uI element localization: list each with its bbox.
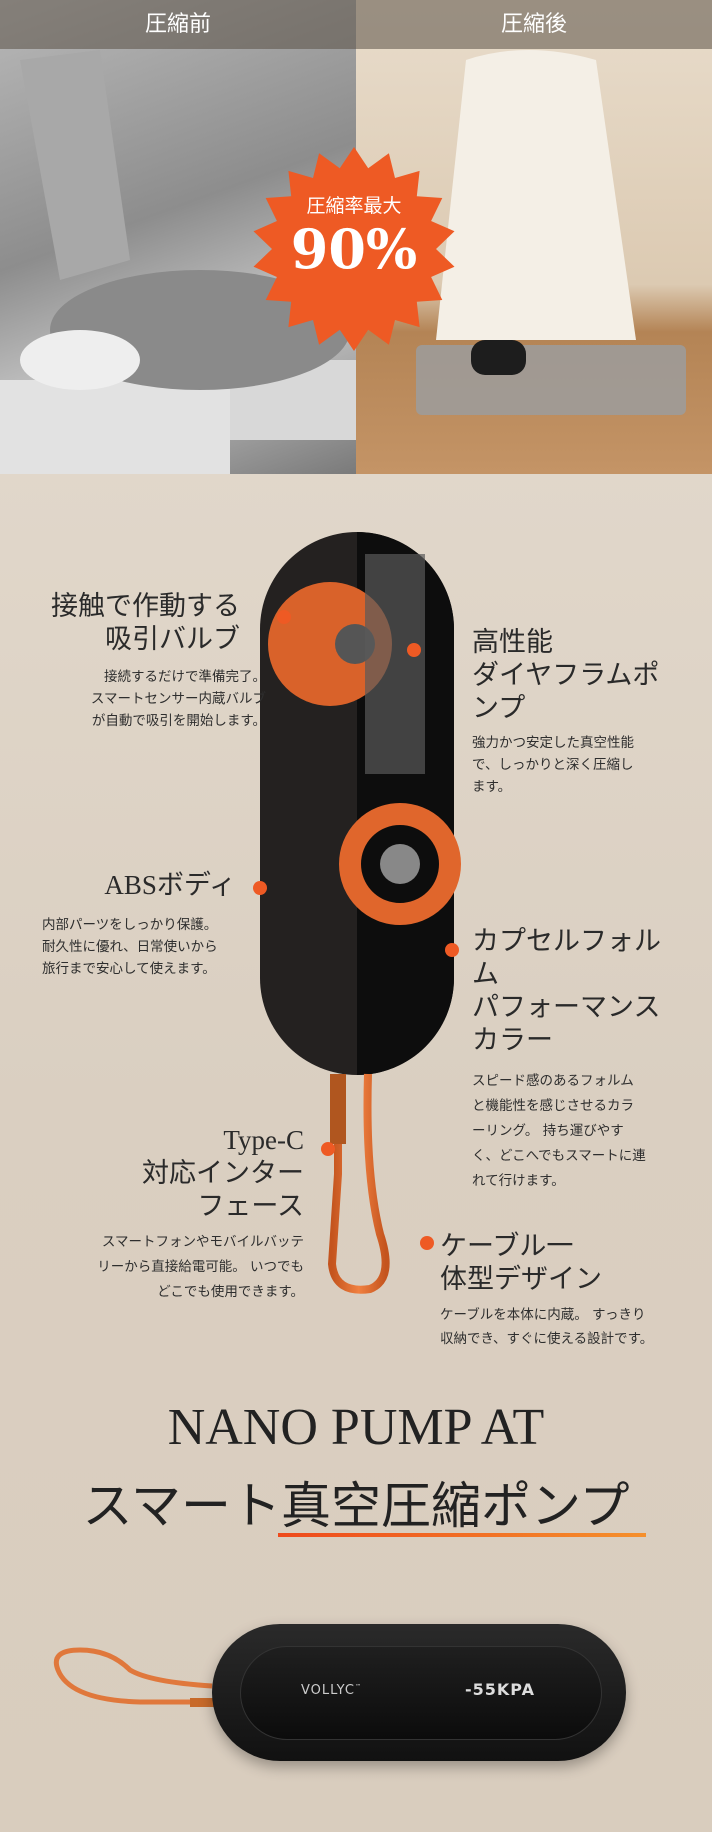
starburst-icon	[253, 147, 455, 351]
compression-badge: 圧縮率最大 90%	[252, 147, 456, 351]
body-line: スピード感のあるフォルム	[472, 1073, 634, 1089]
body-line: 旅行まで安心して使えます。	[42, 961, 216, 977]
product-device: VOLLYC™ -55KPA	[212, 1624, 626, 1761]
after-illustration	[416, 50, 686, 415]
callout-dot	[445, 943, 459, 957]
feature-capsule-body: スピード感のあるフォルムと機能性を感じさせるカラーリング。 持ち運びやすく、どこ…	[472, 1069, 702, 1194]
body-line: スマートセンサー内蔵バルブ	[90, 691, 266, 707]
feature-abs-body: 内部パーツをしっかり保護。耐久性に優れ、日常使いから旅行まで安心して使えます。	[42, 914, 272, 980]
title-line: 高性能	[472, 627, 553, 657]
title-line: 対応インター	[142, 1158, 304, 1188]
body-line: 接続するだけで準備完了。	[104, 669, 266, 685]
trademark: ™	[354, 1683, 362, 1691]
cable-loop-illustration	[53, 1647, 215, 1707]
feature-abs-title: ABSボディ	[104, 870, 236, 900]
feature-cable-title: ケーブル一体型デザイン	[440, 1230, 700, 1296]
brand-text: VOLLYC	[301, 1683, 355, 1698]
body-line: 内部パーツをしっかり保護。	[42, 917, 218, 933]
callout-dot	[420, 1236, 434, 1250]
body-line: ケーブルを本体に内蔵。 すっきり	[440, 1307, 646, 1323]
device-cutaway-illustration	[260, 532, 461, 1294]
title-line: カプセルフォル	[472, 926, 661, 956]
comparison-photo: 圧縮前 圧縮後 圧縮率最大 90%	[0, 0, 712, 474]
feature-pump-body: 強力かつ安定した真空性能で、しっかりと深く圧縮します。	[472, 732, 702, 798]
device-brand: VOLLYC™	[301, 1683, 362, 1698]
feature-capsule-title: カプセルフォルムパフォーマンスカラー	[472, 925, 702, 1057]
body-line: で、しっかりと深く圧縮し	[472, 757, 634, 773]
badge-caption: 圧縮率最大	[306, 195, 402, 217]
title-underline	[278, 1533, 646, 1537]
product-name: NANO PUMP AT	[167, 1399, 545, 1456]
feature-cable-body: ケーブルを本体に内蔵。 すっきり収納でき、すぐに使える設計です。	[440, 1303, 712, 1351]
body-line: スマートフォンやモバイルバッテ	[101, 1234, 304, 1250]
body-line: どこでも使用できます。	[157, 1284, 304, 1300]
title-line: ム	[472, 959, 499, 989]
body-line: と機能性を感じさせるカラ	[472, 1098, 634, 1114]
body-line: 収納でき、すぐに使える設計です。	[440, 1331, 654, 1347]
after-photo	[356, 0, 712, 474]
title-line: 体型デザイン	[440, 1264, 602, 1294]
feature-typec-body: スマートフォンやモバイルバッテリーから直接給電可能。 いつでもどこでも使用できま…	[20, 1230, 304, 1305]
callout-dot	[321, 1142, 335, 1156]
callout-dot	[277, 610, 291, 624]
feature-valve-body: 接続するだけで準備完了。スマートセンサー内蔵バルブが自動で吸引を開始します。	[20, 666, 266, 732]
device-pressure: -55KPA	[465, 1680, 535, 1699]
title-line: ンプ	[472, 693, 526, 723]
after-label: 圧縮後	[356, 0, 712, 49]
body-line: 耐久性に優れ、日常使いから	[42, 939, 218, 955]
body-line: ます。	[472, 779, 512, 795]
device-face: VOLLYC™ -55KPA	[240, 1646, 602, 1740]
title-line: フェース	[197, 1191, 304, 1221]
callout-dot	[407, 643, 421, 657]
product-subtitle: スマート真空圧縮ポンプ	[82, 1478, 630, 1534]
title-line: ケーブル一	[440, 1231, 574, 1261]
title-line: Type-C	[223, 1125, 304, 1155]
body-line: く、どこへでもスマートに連	[472, 1148, 646, 1164]
title-line: パフォーマンス	[472, 992, 661, 1022]
badge-value: 90%	[290, 217, 418, 281]
starburst-shape	[253, 147, 455, 351]
body-line: れて行けます。	[472, 1173, 565, 1189]
body-line: ーリング。 持ち運びやす	[472, 1123, 624, 1139]
feature-pump-title: 高性能ダイヤフラムポンプ	[472, 626, 702, 725]
title-line: 吸引バルブ	[105, 624, 240, 654]
title-line: カラー	[472, 1025, 553, 1055]
title-line: 接触で作動する	[51, 591, 240, 621]
body-line: が自動で吸引を開始します。	[91, 713, 266, 729]
body-line: 強力かつ安定した真空性能	[472, 735, 634, 751]
feature-valve-title: 接触で作動する吸引バルブ	[20, 590, 240, 656]
title-line: ダイヤフラムポ	[472, 660, 660, 690]
before-label: 圧縮前	[0, 0, 356, 49]
body-line: リーから直接給電可能。 いつでも	[97, 1259, 304, 1275]
callout-dot	[253, 881, 267, 895]
